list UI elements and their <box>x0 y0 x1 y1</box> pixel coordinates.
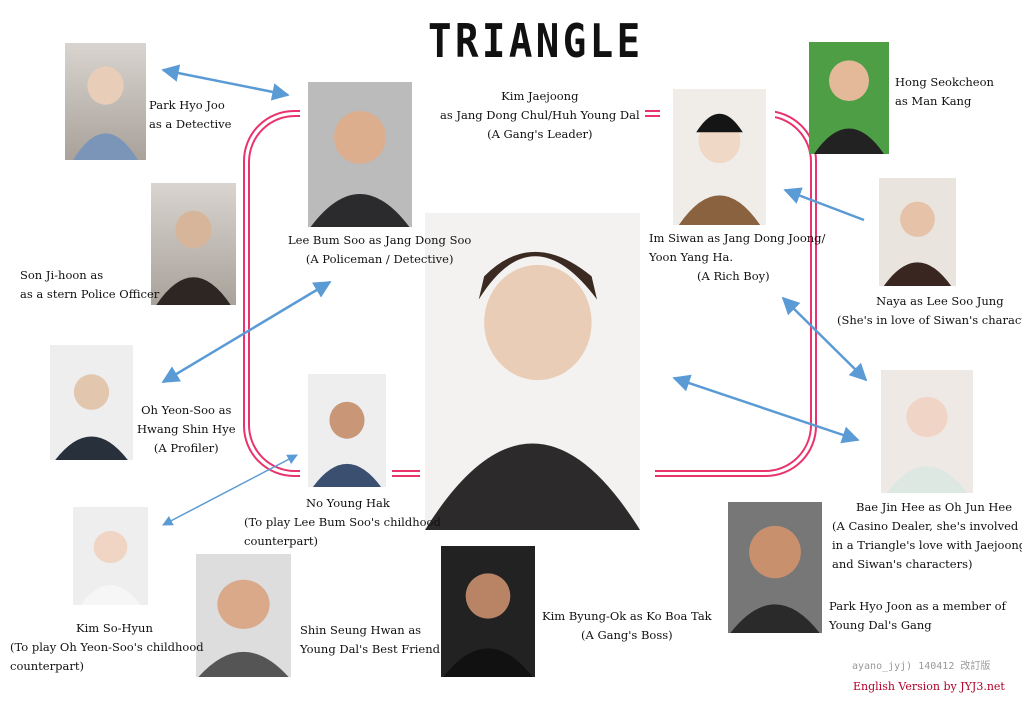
photo-no-young-hak <box>308 374 386 487</box>
caption-kim-so-hyun: Kim So-Hyun(To play Oh Yeon-Soo's childh… <box>10 621 204 673</box>
person-icon <box>883 201 952 286</box>
person-icon <box>425 251 640 530</box>
caption-bae-jin-hee: Bae Jin Hee as Oh Jun Hee(A Casino Deale… <box>832 500 1022 571</box>
arrow-noyounghak-kimsohyun <box>162 454 298 526</box>
caption-naya: Naya as Lee Soo Jung(She's in love of Si… <box>837 294 1022 327</box>
english-version-credit: English Version by JYJ3.net <box>853 680 1005 693</box>
arrow-kimjaejoong-baejinhee <box>672 374 860 444</box>
photo-hong-seokcheon <box>809 42 889 154</box>
photo-im-siwan <box>673 89 766 225</box>
photo-park-hyo-joo <box>65 43 146 160</box>
arrow-imsiwan-baejinhee <box>781 296 868 382</box>
photo-lee-bum-soo <box>308 82 412 227</box>
person-icon <box>730 525 820 633</box>
arrow-leebumsoo-ohyeonsoo <box>161 280 332 384</box>
person-icon <box>156 210 231 305</box>
person-icon <box>55 374 128 460</box>
page-title: TRIANGLE <box>428 14 644 68</box>
author-credit: ayano_jyj) 140412 改訂版 <box>852 661 991 672</box>
caption-im-siwan: Im Siwan as Jang Dong Joong/Yoon Yang Ha… <box>649 231 826 283</box>
photo-kim-byung-ok <box>441 546 535 677</box>
person-icon <box>73 66 138 160</box>
photo-kim-so-hyun <box>73 507 148 605</box>
person-icon <box>814 60 884 154</box>
arrow-naya-imsiwan <box>783 187 865 222</box>
photo-oh-yeon-soo <box>50 345 133 460</box>
person-icon <box>678 113 761 225</box>
caption-kim-byung-ok: Kim Byung-Ok as Ko Boa Tak(A Gang's Boss… <box>542 609 712 642</box>
person-icon <box>310 111 410 227</box>
caption-no-young-hak: No Young Hak(To play Lee Bum Soo's child… <box>244 496 441 548</box>
photo-bae-jin-hee <box>881 370 973 493</box>
photo-park-hyo-joon <box>728 502 822 633</box>
photo-kim-jaejoong <box>425 213 640 530</box>
person-icon <box>80 531 141 605</box>
person-icon <box>886 396 968 493</box>
person-icon <box>312 401 382 487</box>
caption-lee-bum-soo: Lee Bum Soo as Jang Dong Soo(A Policeman… <box>288 233 472 266</box>
person-icon <box>443 573 533 677</box>
arrow-parkhyojoo-leebumsoo <box>161 64 290 101</box>
photo-shin-seung-hwan <box>196 554 291 677</box>
photo-son-ji-hoon <box>151 183 236 305</box>
person-icon <box>198 579 289 677</box>
photo-naya <box>879 178 956 286</box>
